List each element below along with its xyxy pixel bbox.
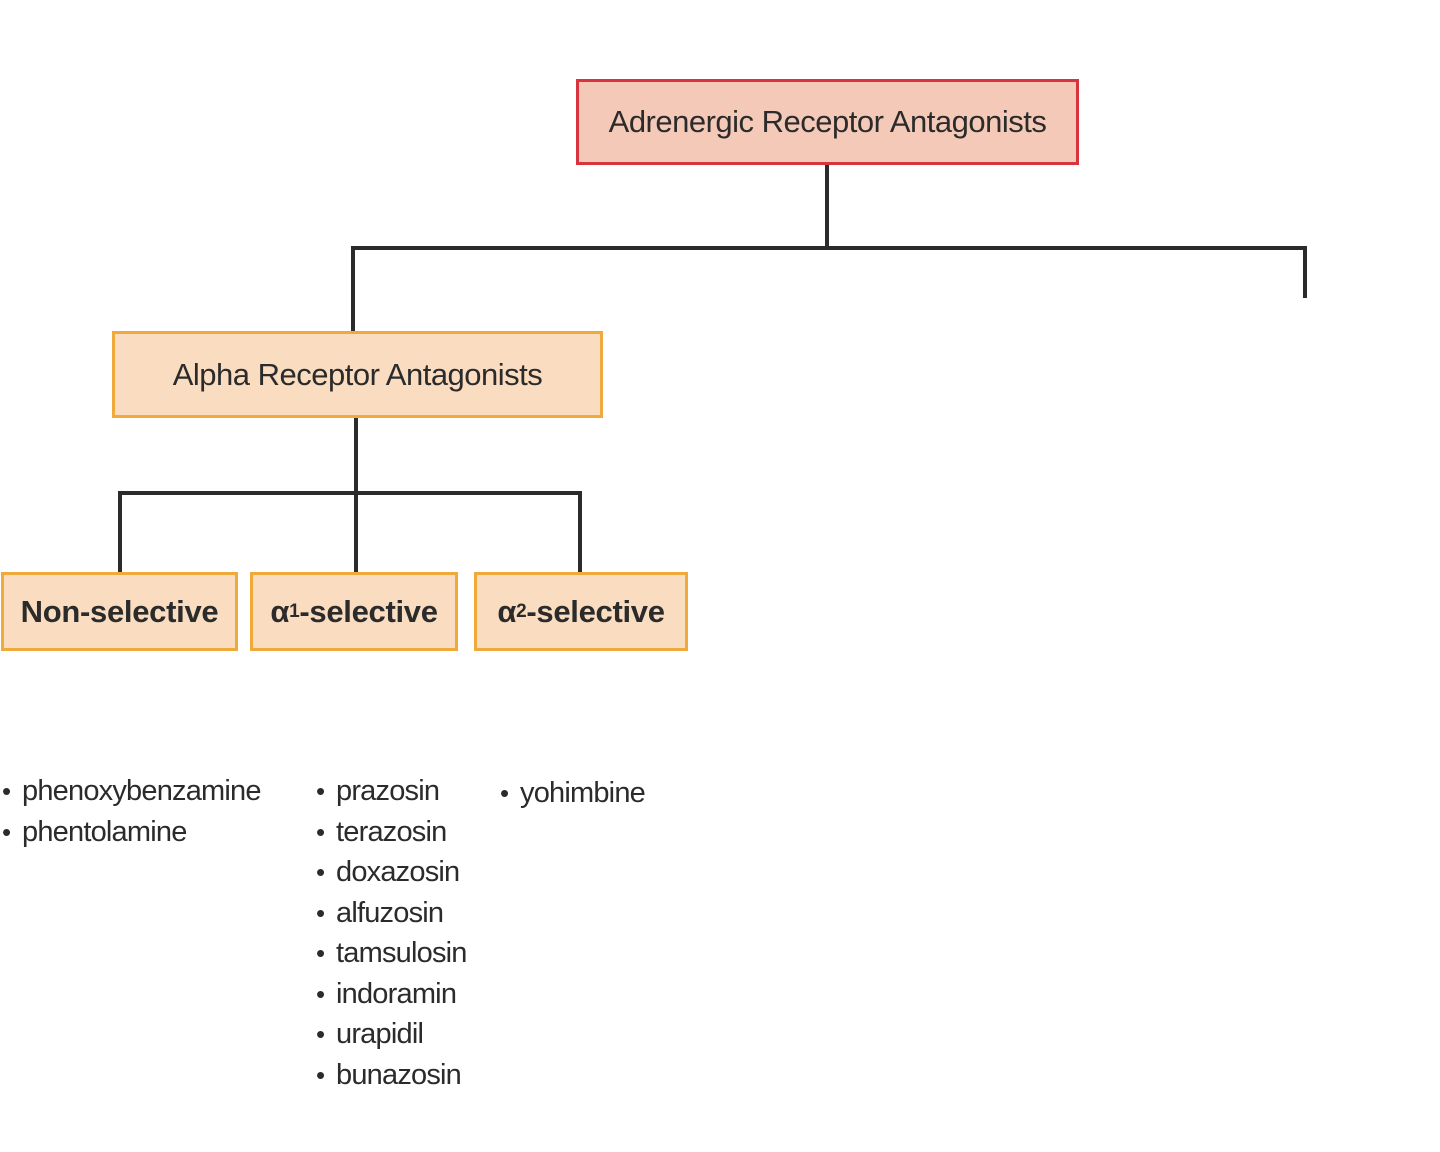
non-selective-drug-list: phenoxybenzamine phentolamine — [2, 771, 262, 853]
drug-item: alfuzosin — [316, 893, 467, 934]
alpha2-selective-drug-list: yohimbine — [500, 773, 646, 814]
alpha1-symbol: α — [270, 593, 290, 629]
connector-root-branch — [351, 246, 1307, 331]
drug-item: urapidil — [316, 1014, 467, 1055]
drug-item: prazosin — [316, 771, 467, 812]
drug-item: phentolamine — [2, 812, 261, 853]
non-selective-node: Non-selective — [1, 572, 238, 651]
alpha1-selective-drug-list: prazosin terazosin doxazosin alfuzosin t… — [316, 771, 467, 1095]
drug-item: doxazosin — [316, 852, 467, 893]
non-selective-label: Non-selective — [20, 593, 219, 629]
drug-item: terazosin — [316, 812, 467, 853]
connector-alpha-branch — [118, 491, 582, 572]
alpha2-selective-label: -selective — [526, 593, 665, 629]
drug-item: yohimbine — [500, 773, 646, 814]
alpha-antagonists-node: Alpha Receptor Antagonists — [112, 331, 603, 418]
alpha-antagonists-label: Alpha Receptor Antagonists — [172, 356, 543, 392]
drug-item: tamsulosin — [316, 933, 467, 974]
drug-item: bunazosin — [316, 1055, 467, 1096]
drug-item: indoramin — [316, 974, 467, 1015]
drug-item: phenoxybenzamine — [2, 771, 262, 812]
alpha1-selective-label: -selective — [299, 593, 438, 629]
root-node-label: Adrenergic Receptor Antagonists — [608, 104, 1047, 139]
alpha2-symbol: α — [497, 593, 517, 629]
root-node: Adrenergic Receptor Antagonists — [576, 79, 1079, 165]
